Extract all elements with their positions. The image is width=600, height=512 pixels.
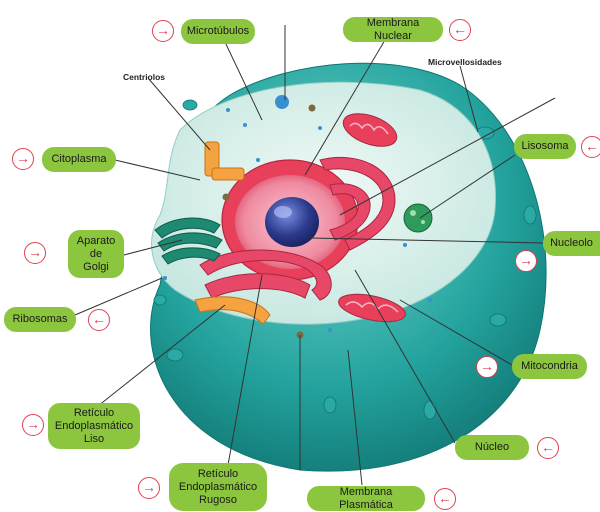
arrow-left-icon[interactable]: ← [449,19,471,41]
rough-er-shape [199,156,396,301]
arrow-left-icon[interactable]: ← [537,437,559,459]
centrioles-shape [204,141,245,181]
arrow-left-icon[interactable]: ← [434,488,456,510]
golgi-shape [154,217,223,265]
label-membrana-plasmatica: Membrana Plasmática [307,486,425,511]
arrow-right-icon[interactable]: → [12,148,34,170]
label-reticulo-rugoso: Retículo Endoplasmático Rugoso [169,463,267,511]
label-ribosomas: Ribosomas [4,307,76,332]
label-membrana-nuclear: Membrana Nuclear [343,17,443,42]
leader-lines [74,25,556,486]
label-nucleo: Núcleo [455,435,529,460]
label-lisosoma: Lisosoma [514,134,576,159]
lysosome-shape [403,203,433,233]
arrow-right-icon[interactable]: → [138,477,160,499]
label-mitocondria: Mitocondria [512,354,587,379]
label-citoplasma: Citoplasma [42,147,116,172]
arrow-right-icon[interactable]: → [515,250,537,272]
arrow-left-icon[interactable]: ← [581,136,600,158]
label-microtubulos: Microtúbulos [181,19,255,44]
label-aparato-golgi: Aparato de Golgi [68,230,124,278]
mitochondria-shape [338,113,406,323]
label-reticulo-liso: Retículo Endoplasmático Liso [48,403,140,449]
label-nucleolo: Nucleolo [543,231,600,256]
label-microvellosidades: Microvellosidades [428,57,502,67]
arrow-right-icon[interactable]: → [22,414,44,436]
arrow-right-icon[interactable]: → [152,20,174,42]
label-centriolos: Centriolos [123,72,166,82]
arrow-right-icon[interactable]: → [476,356,498,378]
arrow-left-icon[interactable]: ← [88,309,110,331]
arrow-right-icon[interactable]: → [24,242,46,264]
